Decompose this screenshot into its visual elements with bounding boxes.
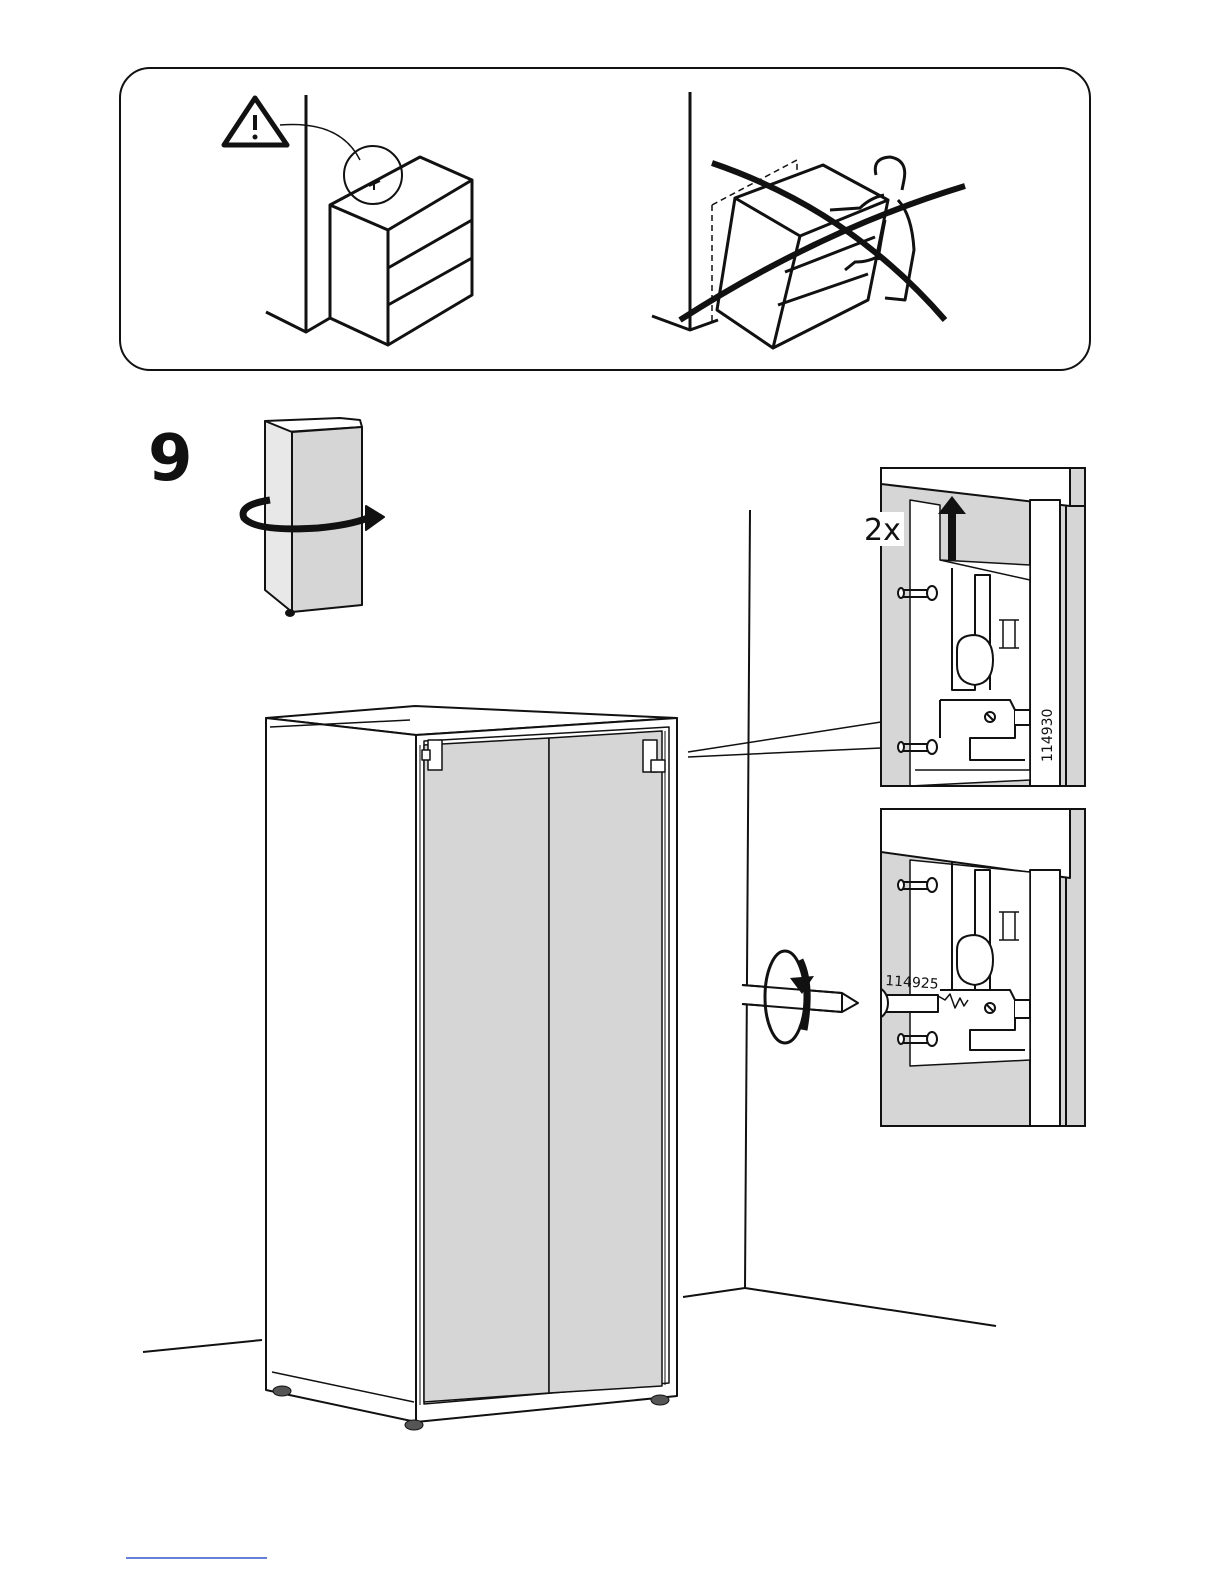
rotate-direction-icon — [765, 951, 814, 1043]
main-cabinet — [266, 706, 881, 1430]
callout-line — [280, 124, 360, 160]
correct-anchored-shelf-scene — [224, 95, 472, 345]
part-code-label: 114930 — [1040, 709, 1056, 762]
wall-corner — [652, 92, 718, 330]
detail-callout-lines — [688, 722, 881, 757]
step-number: 9 — [148, 422, 193, 496]
shelf-boards — [388, 220, 472, 305]
incorrect-climbing-scene — [652, 92, 965, 348]
cross-out-line — [712, 163, 945, 320]
glass-door-right — [549, 731, 662, 1393]
wall-anchor-warning-panel — [120, 68, 1090, 370]
rotate-cabinet-icon — [243, 418, 384, 616]
shelf-top — [330, 157, 472, 230]
warning-icon — [224, 98, 287, 145]
detail-view-bottom: 114925 — [862, 809, 1085, 1126]
cabinet-side — [266, 718, 416, 1422]
tipping-shelf-top — [735, 165, 888, 236]
screwdriver-icon — [742, 951, 858, 1043]
detail-view-top: 2x 114930 — [862, 468, 1085, 786]
glass-door-left — [424, 738, 549, 1402]
cross-out-line — [680, 186, 965, 320]
detail-circle — [344, 146, 402, 204]
quantity-label: 2x — [864, 513, 901, 548]
